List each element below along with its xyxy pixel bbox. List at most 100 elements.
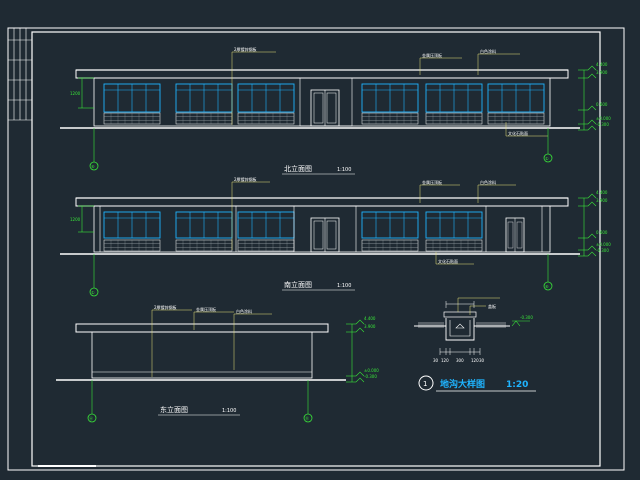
detail-number: 1	[423, 380, 427, 388]
north-left-dimension	[78, 77, 94, 109]
north-stone-panel	[175, 112, 233, 125]
north-axis-right: ①	[545, 156, 549, 161]
south-stone-panel	[425, 239, 483, 252]
detail-pipe	[455, 323, 465, 329]
north-entrance-bay	[299, 77, 353, 127]
detail-bottom-dim-label: 30	[433, 358, 439, 363]
detail-hatch-right	[476, 322, 506, 328]
south-left-dimension	[78, 205, 94, 233]
north-level-mark	[587, 65, 597, 71]
south-window	[103, 211, 161, 239]
east-axis-right-bubble	[303, 413, 313, 423]
detail-leaders	[457, 297, 500, 315]
north-axis-left-bubble	[89, 161, 99, 171]
north-window	[361, 83, 419, 113]
east-level-mark	[355, 377, 365, 383]
east-note-a: 2厚镀锌钢板	[154, 304, 177, 310]
detail-bottom-dim-label: 120	[471, 358, 479, 363]
south-window	[175, 211, 233, 239]
south-roof-fascia	[75, 197, 569, 207]
east-note-b: 金属压顶板	[196, 306, 216, 312]
north-axis-right-bubble	[543, 153, 553, 163]
north-stone-panel	[103, 112, 161, 125]
north-note-a: 2厚镀锌钢板	[234, 46, 257, 52]
south-window	[425, 211, 483, 239]
south-note-d: 文化石贴面	[438, 258, 458, 264]
south-side-door-panel-l	[507, 221, 514, 249]
north-stone-panel	[237, 112, 295, 125]
south-axis-right: ⑥	[545, 284, 549, 289]
south-side-door-panel-r	[516, 221, 523, 249]
east-level-label: -0.300	[364, 374, 377, 379]
south-axis-left: ①	[91, 290, 95, 295]
north-stone-panel	[487, 112, 545, 125]
east-title: 东立面图	[160, 405, 188, 414]
north-door-panel-r	[326, 92, 337, 124]
north-level-label: -0.300	[596, 122, 609, 127]
north-level-mark	[587, 125, 597, 131]
south-axis-right-bubble	[543, 281, 553, 291]
south-level-mark	[587, 233, 597, 239]
south-axis-left-bubble	[89, 287, 99, 297]
south-dim-left: 1200	[70, 217, 81, 222]
south-note-a: 2厚镀锌钢板	[234, 176, 257, 182]
detail-scale: 1:20	[506, 380, 528, 390]
south-elevation: 2厚镀锌钢板 金属压顶板 白色涂料 文化石贴面 1200 4.4003.9000…	[60, 176, 611, 297]
north-window	[103, 83, 161, 113]
north-stone-base	[103, 112, 545, 125]
detail-level-mark	[511, 320, 530, 327]
east-axis-left-bubble	[87, 413, 97, 423]
south-column-lines	[99, 206, 543, 252]
north-stone-panel	[361, 112, 419, 125]
north-stone-panel	[425, 112, 483, 125]
east-level-label: 3.900	[364, 324, 376, 329]
south-level-label: -0.300	[596, 248, 609, 253]
east-level-label: ±0.000	[364, 368, 379, 373]
east-leaders	[151, 309, 272, 377]
north-level-mark	[587, 119, 597, 125]
detail-trench-section	[445, 318, 475, 341]
east-level-mark	[355, 327, 365, 333]
detail-bottom-dim-label: 120	[441, 358, 449, 363]
north-level-label: ±0.000	[596, 116, 611, 121]
north-elevation: 2厚镀锌钢板 金属压顶板 白色涂料 文化石贴面 1200 4.4003.9000…	[60, 46, 611, 175]
detail-number-bubble	[418, 375, 434, 391]
north-level-label: 3.900	[596, 70, 608, 75]
south-level-label: 4.400	[596, 190, 608, 195]
south-door-panel-r	[326, 220, 337, 250]
south-windows	[103, 211, 483, 239]
south-stone-panel	[361, 239, 419, 252]
south-level-label: 0.600	[596, 230, 608, 235]
south-note-b: 金属压顶板	[422, 179, 442, 185]
east-axis-left: Ⓐ	[89, 415, 93, 421]
north-windows	[103, 83, 545, 113]
south-stone-panel	[103, 239, 161, 252]
north-window	[487, 83, 545, 113]
detail-cover-plate	[443, 311, 477, 318]
south-stone-panel	[175, 239, 233, 252]
detail-top-dims	[445, 301, 475, 308]
south-level-mark	[587, 193, 597, 199]
detail-bottom-dim-label: 300	[456, 358, 464, 363]
north-dim-left: 1200	[70, 91, 81, 96]
sheet-frame	[7, 27, 625, 471]
north-note-c: 白色涂料	[480, 48, 496, 54]
south-stone-panel	[237, 239, 295, 252]
detail-title: 地沟大样图	[440, 378, 485, 390]
detail-bottom-dim-label: 30	[479, 358, 485, 363]
north-window	[425, 83, 483, 113]
south-leaders	[231, 181, 516, 265]
north-level-mark	[587, 105, 597, 111]
east-level-mark	[355, 319, 365, 325]
north-door-panel-l	[313, 92, 324, 124]
north-level-mark	[587, 73, 597, 79]
east-elevation: 2厚镀锌钢板 金属压顶板 白色涂料 4.4003.900±0.000-0.300…	[56, 304, 379, 423]
east-wall	[91, 331, 313, 379]
binding-margin	[7, 28, 32, 121]
east-roof-fascia	[75, 323, 329, 333]
south-level-mark	[587, 251, 597, 257]
